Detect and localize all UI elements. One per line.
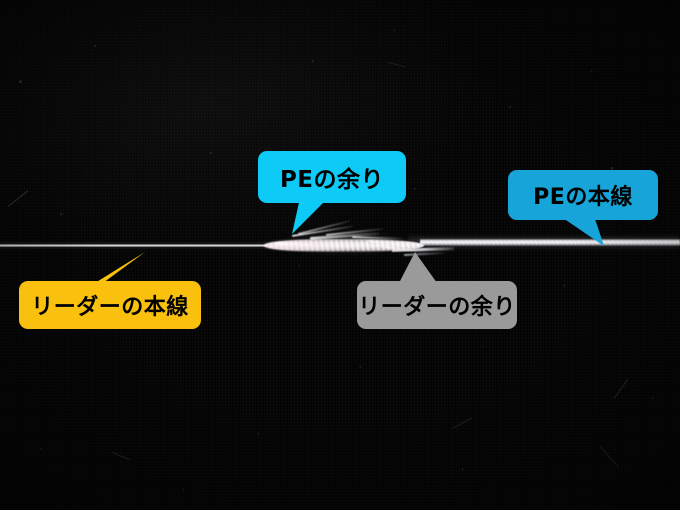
leader-line bbox=[0, 244, 292, 247]
callout-pe-main[interactable]: PEの本線 bbox=[508, 170, 658, 220]
callout-leader-tag-label: リーダーの余り bbox=[358, 295, 516, 320]
callout-pe-tag-label: PEの余り bbox=[279, 167, 385, 193]
callout-leader-main[interactable]: リーダーの本線 bbox=[19, 281, 201, 329]
callout-tail-leader-tag bbox=[393, 252, 437, 284]
callout-tail-pe-main bbox=[560, 216, 608, 248]
callout-tail-leader-main bbox=[95, 252, 147, 284]
callout-tail-pe-tag bbox=[290, 198, 330, 236]
callout-leader-tag[interactable]: リーダーの余り bbox=[357, 281, 517, 329]
callout-leader-main-label: リーダーの本線 bbox=[31, 295, 189, 320]
callout-pe-tag[interactable]: PEの余り bbox=[258, 151, 406, 203]
callout-pe-main-label: PEの本線 bbox=[533, 185, 633, 210]
pe-braid-texture bbox=[420, 240, 680, 245]
